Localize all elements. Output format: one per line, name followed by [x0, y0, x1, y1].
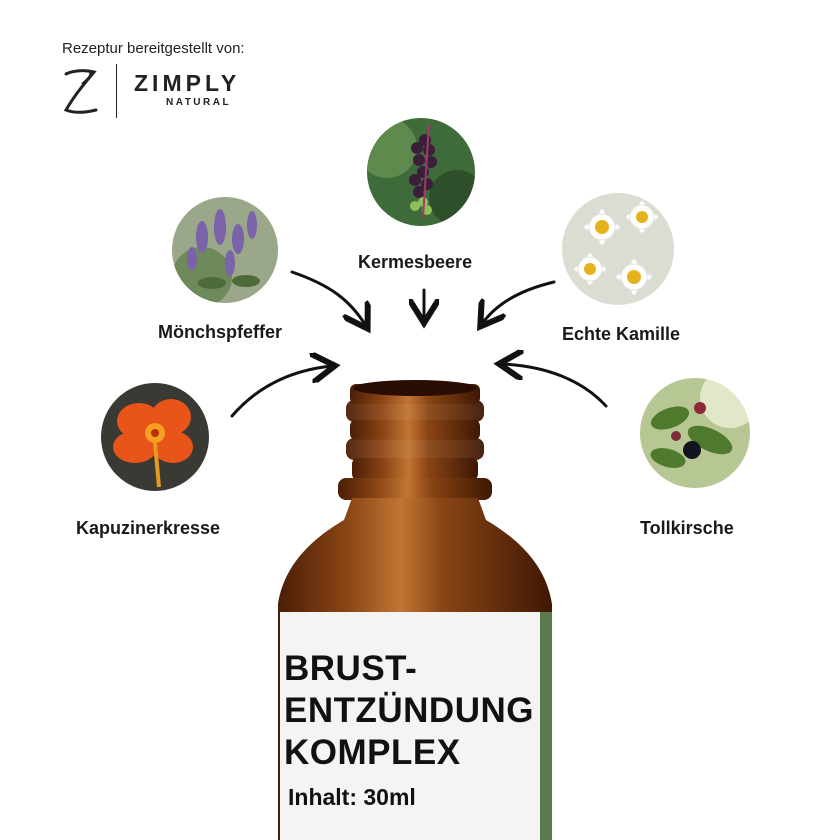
product-title-line-2: ENTZÜNDUNG: [284, 691, 534, 730]
brand-name: ZIMPLY: [134, 70, 241, 96]
recipe-credit: Rezeptur bereitgestellt von:: [62, 40, 245, 57]
herb-image-echte-kamille: [562, 193, 674, 305]
product-content-volume: Inhalt: 30ml: [288, 784, 416, 810]
product-title-line-3: KOMPLEX: [284, 733, 461, 772]
herb-image-moenchspfeffer: [172, 197, 278, 303]
herb-label-tollkirsche: Tollkirsche: [640, 518, 734, 538]
herb-label-kermesbeere: Kermesbeere: [358, 252, 473, 272]
logo-divider: [116, 64, 117, 118]
herb-image-kapuzinerkresse: [101, 383, 209, 491]
product-title: BRUST- ENTZÜNDUNG KOMPLEX: [284, 648, 534, 774]
brand-subtitle: NATURAL: [166, 97, 232, 108]
herb-label-kapuzinerkresse: Kapuzinerkresse: [76, 518, 221, 538]
herb-label-moenchspfeffer: Mönchspfeffer: [158, 322, 283, 342]
herb-image-tollkirsche: [640, 378, 750, 488]
product-title-line-1: BRUST-: [284, 649, 418, 688]
z-monogram-icon: [60, 66, 102, 118]
herb-label-echte-kamille: Echte Kamille: [562, 324, 681, 344]
